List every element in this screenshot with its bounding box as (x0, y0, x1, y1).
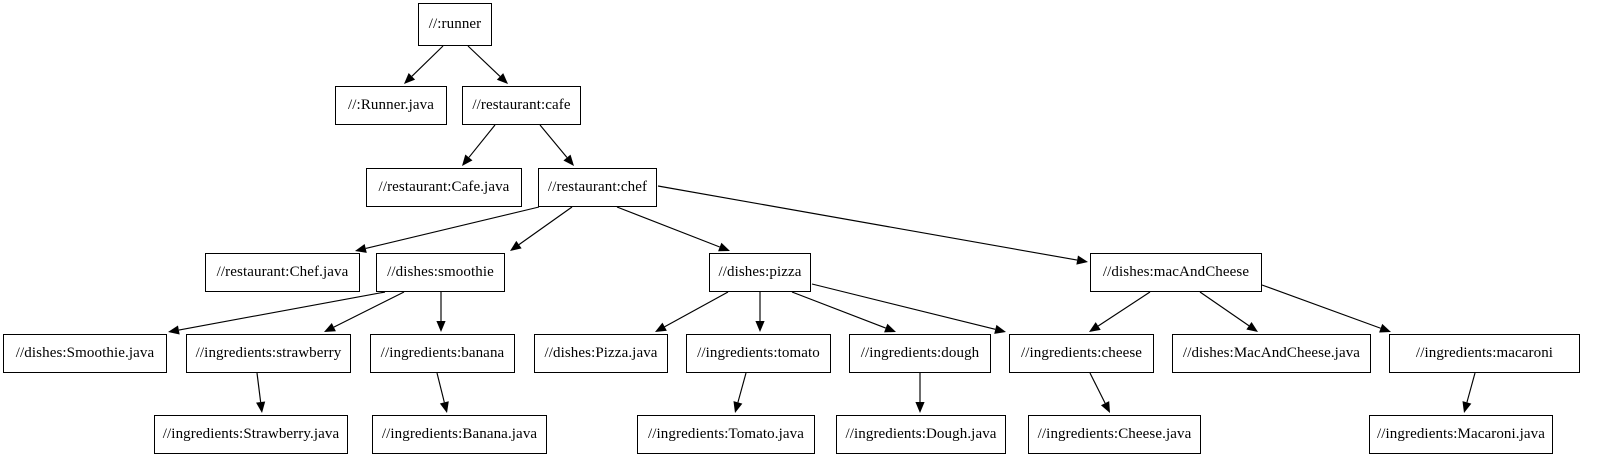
graph-edge-runner-to-cafe (467, 45, 508, 84)
graph-node-cafe[interactable]: //restaurant:cafe (462, 86, 581, 125)
edge-arrowhead-icon (256, 401, 266, 413)
edge-line (467, 45, 501, 77)
graph-node-runner[interactable]: //:runner (418, 3, 492, 46)
edge-line (616, 206, 720, 248)
graph-node-smoothie[interactable]: //dishes:smoothie (376, 253, 505, 292)
edge-line (657, 185, 1078, 261)
edge-arrowhead-icon (404, 73, 416, 84)
edge-line (811, 283, 996, 330)
edge-line (664, 291, 729, 328)
edge-line (539, 124, 568, 158)
graph-node-pizza_java[interactable]: //dishes:Pizza.java (534, 334, 668, 373)
graph-edge-pizza-to-pizza_java (655, 291, 729, 332)
edge-line (436, 372, 445, 403)
edge-line (1261, 284, 1381, 329)
edge-arrowhead-icon (915, 402, 925, 413)
graph-edge-chef-to-smoothie (510, 206, 573, 251)
edge-arrowhead-icon (1462, 401, 1472, 413)
graph-node-cheese_java[interactable]: //ingredients:Cheese.java (1028, 415, 1201, 454)
graph-node-banana[interactable]: //ingredients:banana (370, 334, 515, 373)
edge-arrowhead-icon (563, 154, 574, 166)
graph-node-dough_java[interactable]: //ingredients:Dough.java (836, 415, 1006, 454)
edge-line (256, 372, 262, 403)
edge-arrowhead-icon (1089, 322, 1101, 332)
edge-line (411, 45, 444, 77)
graph-edge-dough-to-dough_java (915, 373, 925, 413)
edge-arrowhead-icon (168, 325, 180, 335)
graph-edge-pizza-to-tomato (755, 292, 765, 332)
edge-arrowhead-icon (718, 242, 730, 252)
graph-node-pizza[interactable]: //dishes:pizza (709, 253, 811, 292)
graph-edge-macandcheese-to-macandcheese_java (1199, 291, 1258, 332)
edge-arrowhead-icon (462, 154, 473, 166)
graph-edge-macandcheese-to-macaroni (1261, 284, 1391, 333)
edge-line (1466, 372, 1476, 403)
edge-line (1097, 291, 1151, 327)
graph-node-smoothie_java[interactable]: //dishes:Smoothie.java (3, 334, 167, 373)
edge-line (1199, 291, 1250, 327)
edge-arrowhead-icon (994, 324, 1006, 334)
edge-arrowhead-icon (884, 323, 896, 333)
edge-line (178, 291, 386, 331)
graph-edge-chef-to-chef_java (355, 206, 540, 253)
graph-edge-strawberry-to-strawberry_java (256, 372, 266, 413)
edge-line (333, 291, 405, 328)
graph-node-cheese[interactable]: //ingredients:cheese (1009, 334, 1154, 373)
edge-line (737, 372, 747, 403)
graph-edge-cafe-to-cafe_java (462, 124, 496, 166)
edge-arrowhead-icon (496, 73, 508, 84)
graph-node-dough[interactable]: //ingredients:dough (849, 334, 991, 373)
edge-arrowhead-icon (733, 401, 743, 413)
graph-edge-cheese-to-cheese_java (1089, 372, 1110, 413)
graph-edge-smoothie-to-banana (436, 292, 446, 332)
graph-node-macaroni_java[interactable]: //ingredients:Macaroni.java (1369, 415, 1553, 454)
edge-arrowhead-icon (1076, 255, 1088, 265)
graph-node-macandcheese[interactable]: //dishes:macAndCheese (1090, 253, 1262, 292)
graph-edge-chef-to-pizza (616, 206, 730, 252)
edge-arrowhead-icon (1379, 323, 1391, 333)
edge-line (365, 206, 540, 250)
edge-arrowhead-icon (1246, 321, 1258, 332)
edge-arrowhead-icon (439, 401, 449, 413)
graph-edge-banana-to-banana_java (436, 372, 449, 413)
graph-node-tomato_java[interactable]: //ingredients:Tomato.java (637, 415, 815, 454)
graph-node-tomato[interactable]: //ingredients:tomato (686, 334, 831, 373)
graph-node-macaroni[interactable]: //ingredients:macaroni (1389, 334, 1580, 373)
graph-edge-smoothie-to-smoothie_java (168, 291, 386, 335)
graph-edge-runner-to-runner_java (404, 45, 444, 84)
graph-edge-smoothie-to-strawberry (324, 291, 405, 332)
graph-edge-tomato-to-tomato_java (733, 372, 747, 413)
edge-arrowhead-icon (655, 322, 667, 332)
graph-node-chef[interactable]: //restaurant:chef (538, 168, 657, 207)
graph-edge-pizza-to-dough (791, 291, 896, 333)
graph-node-strawberry_java[interactable]: //ingredients:Strawberry.java (154, 415, 348, 454)
graph-node-cafe_java[interactable]: //restaurant:Cafe.java (366, 168, 522, 207)
edge-line (518, 206, 573, 246)
graph-node-strawberry[interactable]: //ingredients:strawberry (186, 334, 351, 373)
graph-edge-macandcheese-to-cheese (1089, 291, 1151, 332)
graph-node-chef_java[interactable]: //restaurant:Chef.java (205, 253, 360, 292)
edge-arrowhead-icon (324, 322, 336, 332)
graph-node-banana_java[interactable]: //ingredients:Banana.java (372, 415, 547, 454)
graph-node-runner_java[interactable]: //:Runner.java (335, 86, 447, 125)
edge-arrowhead-icon (510, 240, 522, 251)
edge-line (791, 291, 886, 329)
edge-arrowhead-icon (755, 321, 765, 332)
edge-line (468, 124, 496, 158)
graph-edge-pizza-to-cheese (811, 283, 1006, 334)
edge-arrowhead-icon (436, 321, 446, 332)
edge-line (1089, 372, 1106, 404)
graph-node-macandcheese_java[interactable]: //dishes:MacAndCheese.java (1172, 334, 1371, 373)
edge-arrowhead-icon (1100, 401, 1110, 413)
graph-edge-cafe-to-chef (539, 124, 574, 166)
edge-arrowhead-icon (355, 243, 367, 253)
graph-edge-macaroni-to-macaroni_java (1462, 372, 1476, 413)
